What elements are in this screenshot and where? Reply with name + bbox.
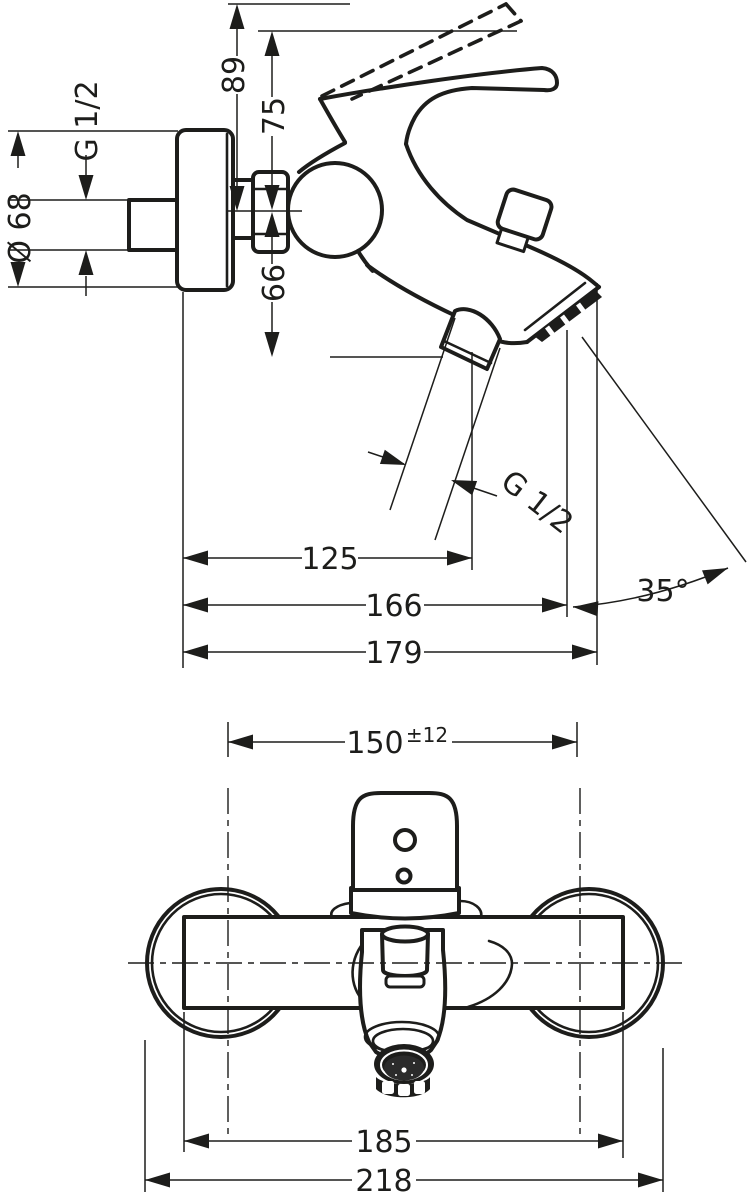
dim-150: 150 ±12 <box>227 722 578 761</box>
dim-166: 166 <box>183 589 567 624</box>
shower-outlet <box>439 307 502 371</box>
dim-label-185: 185 <box>355 1125 412 1160</box>
handle-skirt <box>349 886 461 921</box>
lever-alternate-position <box>320 2 523 101</box>
dim-label-flange: Ø 68 <box>3 192 38 263</box>
lever-handle <box>318 66 559 146</box>
spout-slots <box>534 291 602 342</box>
dim-185: 185 <box>183 1012 624 1160</box>
diverter-knob-front <box>380 924 430 989</box>
faucet-body <box>286 141 602 371</box>
body-transition-curves <box>330 899 514 1009</box>
dim-label-166: 166 <box>365 589 422 624</box>
front-dimensions: 150 ±12 185 218 <box>144 722 664 1199</box>
dim-label-150-tolerance: ±12 <box>406 723 448 747</box>
body-ball <box>286 161 384 259</box>
dim-35-degrees: 35° <box>572 336 747 617</box>
side-dimensions: 89 75 66 Ø 68 <box>3 3 747 671</box>
dim-label-218: 218 <box>355 1164 412 1199</box>
diverter-knob-side <box>495 187 554 254</box>
handle-dot-large <box>393 828 417 852</box>
dim-label-150: 150 <box>346 726 403 761</box>
wall-flange <box>175 128 235 292</box>
handle-front <box>349 791 461 921</box>
dim-label-125: 125 <box>301 542 358 577</box>
union-nut <box>251 170 290 254</box>
dim-218: 218 <box>144 1040 664 1199</box>
inlet-nipple <box>127 198 179 252</box>
dim-label-179: 179 <box>365 636 422 671</box>
dim-label-66: 66 <box>257 264 292 302</box>
side-view: 89 75 66 Ø 68 <box>3 2 747 671</box>
dim-75: 75 <box>257 31 292 210</box>
dim-inlet-thread: G 1/2 <box>70 80 105 296</box>
front-view: 150 ±12 185 218 <box>128 722 688 1199</box>
dim-66: 66 <box>257 212 292 357</box>
handle-dot-small <box>395 867 413 885</box>
dim-125: 125 <box>183 542 472 577</box>
dim-label-inlet-thread: G 1/2 <box>70 80 105 161</box>
dim-89: 89 <box>217 4 252 211</box>
dim-179: 179 <box>183 636 597 671</box>
aerator-face <box>374 1044 434 1084</box>
aerator-hex-nut <box>376 1077 430 1098</box>
dim-label-75: 75 <box>257 97 292 135</box>
dim-label-35deg: 35° <box>636 574 689 609</box>
centerlines <box>128 788 688 1138</box>
dim-flange-diameter: Ø 68 <box>3 131 38 287</box>
handle-cap <box>351 791 459 892</box>
dim-label-89: 89 <box>217 56 252 94</box>
